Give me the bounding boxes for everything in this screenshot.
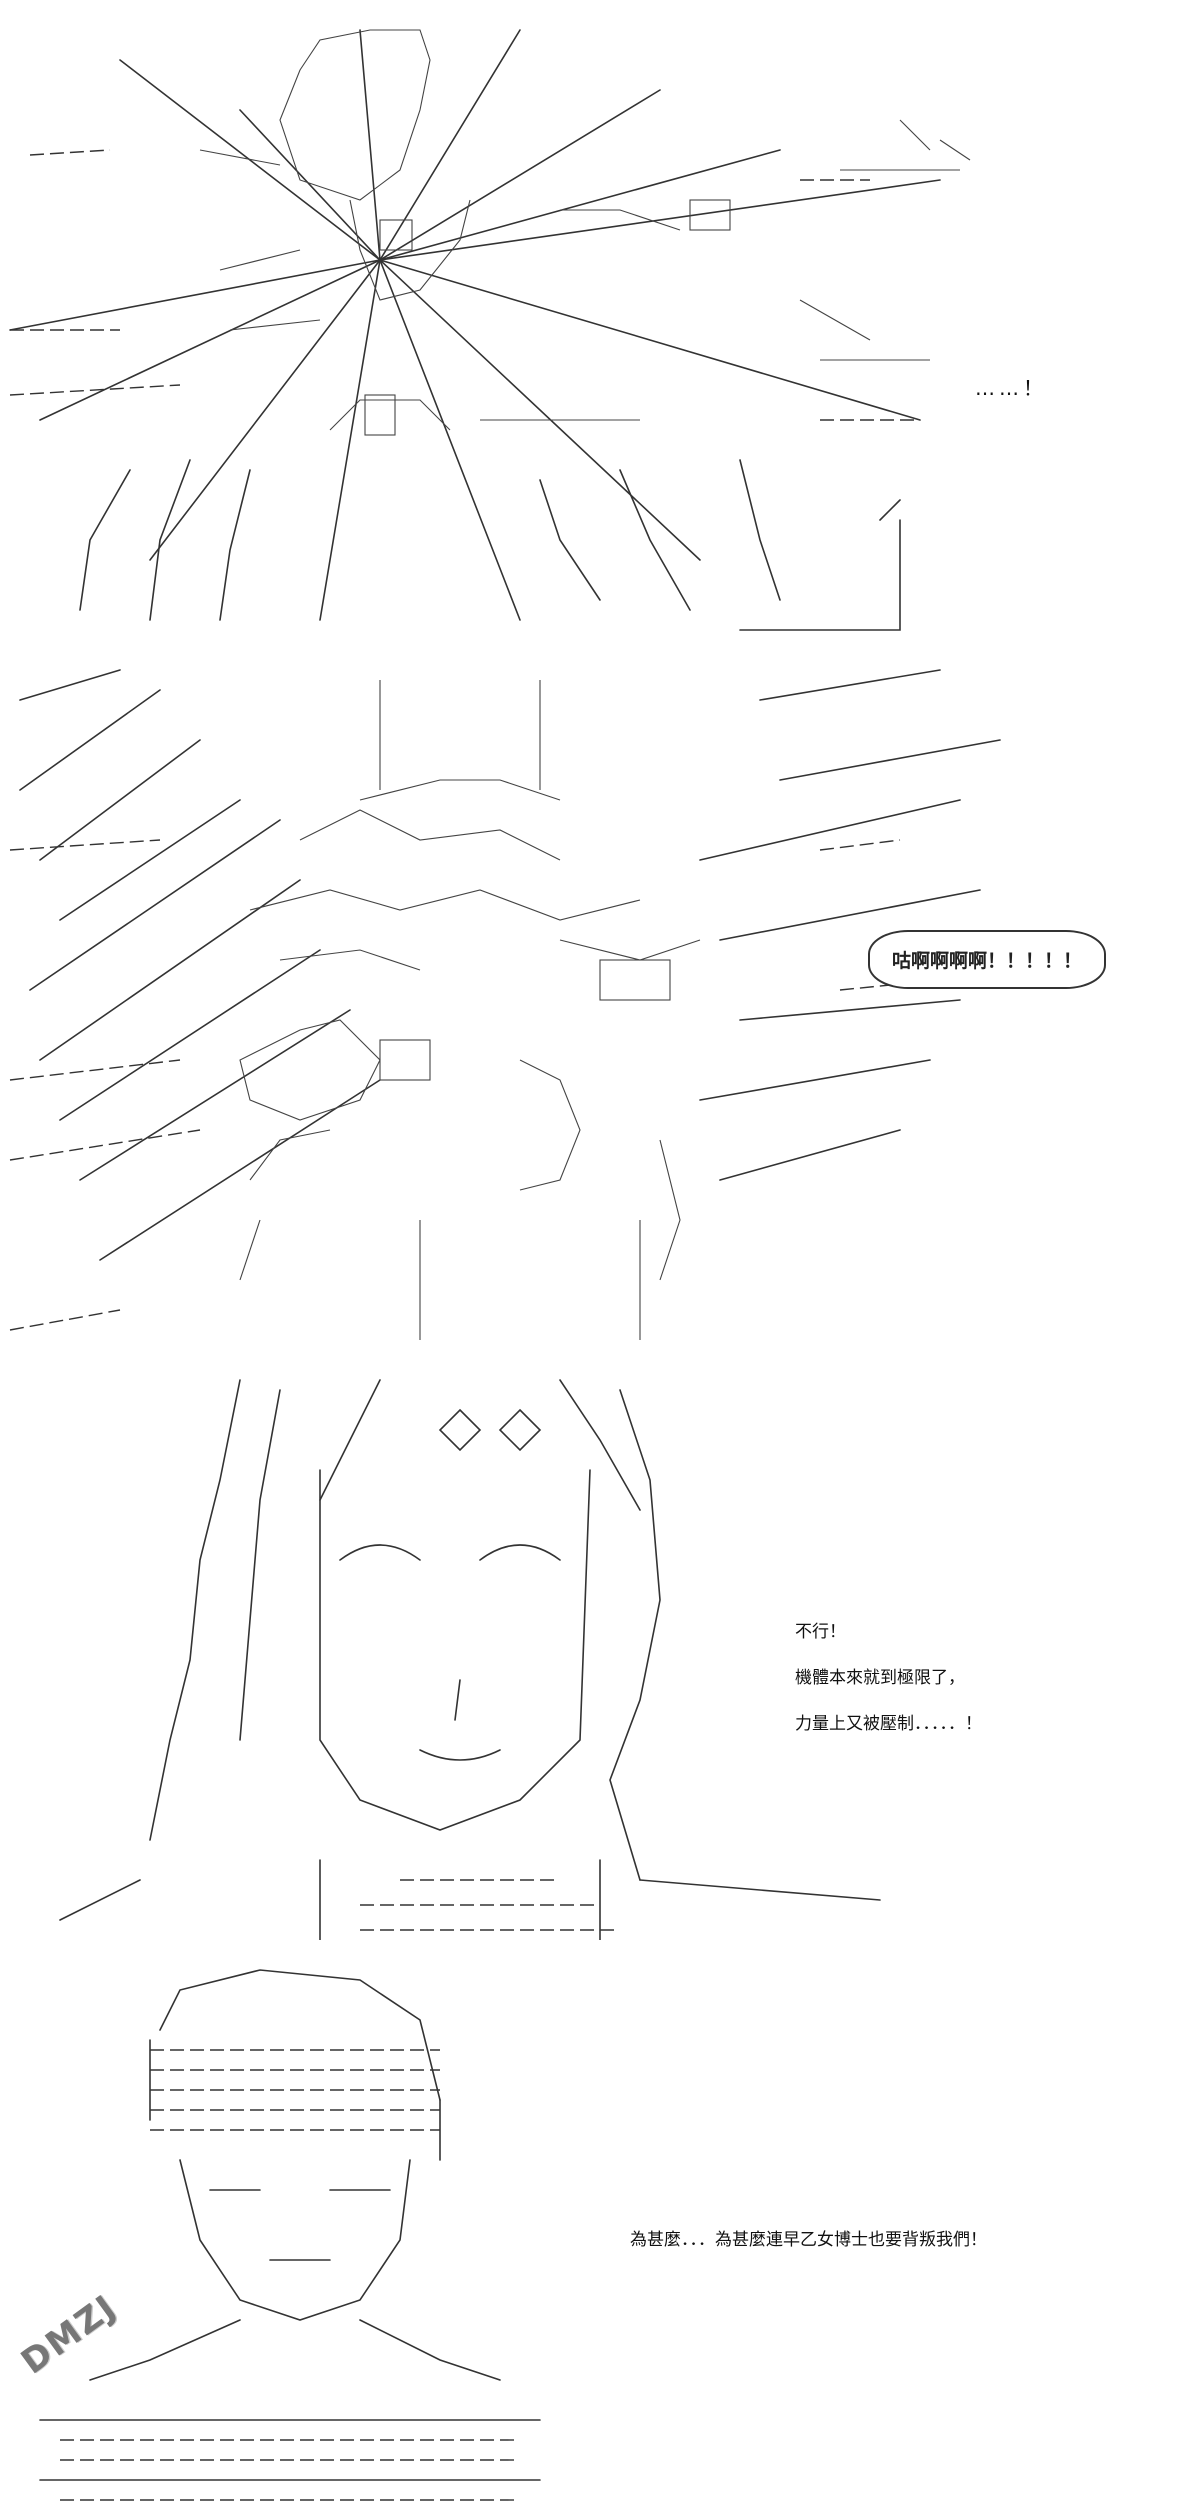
scream-text: 咕啊啊啊啊！！！！！ bbox=[892, 950, 1083, 972]
panel-2-art bbox=[9, 669, 1001, 1340]
panel-3: 不行！ 機體本來就到極限了， 力量上又被壓制．．．．．！ bbox=[0, 1360, 1200, 1940]
panel-1: ……！ bbox=[0, 0, 1200, 650]
panel-4-art bbox=[39, 1969, 541, 2501]
dialogue-line-1: 不行！ bbox=[795, 1622, 846, 1642]
scream-bubble: 咕啊啊啊啊！！！！！ bbox=[868, 930, 1107, 989]
panel-1-art bbox=[9, 29, 971, 631]
dialogue-line-2: 機體本來就到極限了， bbox=[795, 1668, 965, 1688]
panel-3-art bbox=[59, 1379, 881, 1940]
panel-4: 為甚麼．．．為甚麼連早乙女博士也要背叛我們！ bbox=[0, 1960, 1200, 2520]
dialogue-question: 為甚麼．．．為甚麼連早乙女博士也要背叛我們！ bbox=[630, 2230, 987, 2250]
ellipsis-text: ……！ bbox=[975, 376, 1047, 400]
panel-2: 咕啊啊啊啊！！！！！ bbox=[0, 660, 1200, 1340]
dialogue-line-3: 力量上又被壓制．．．．．！ bbox=[795, 1714, 982, 1734]
